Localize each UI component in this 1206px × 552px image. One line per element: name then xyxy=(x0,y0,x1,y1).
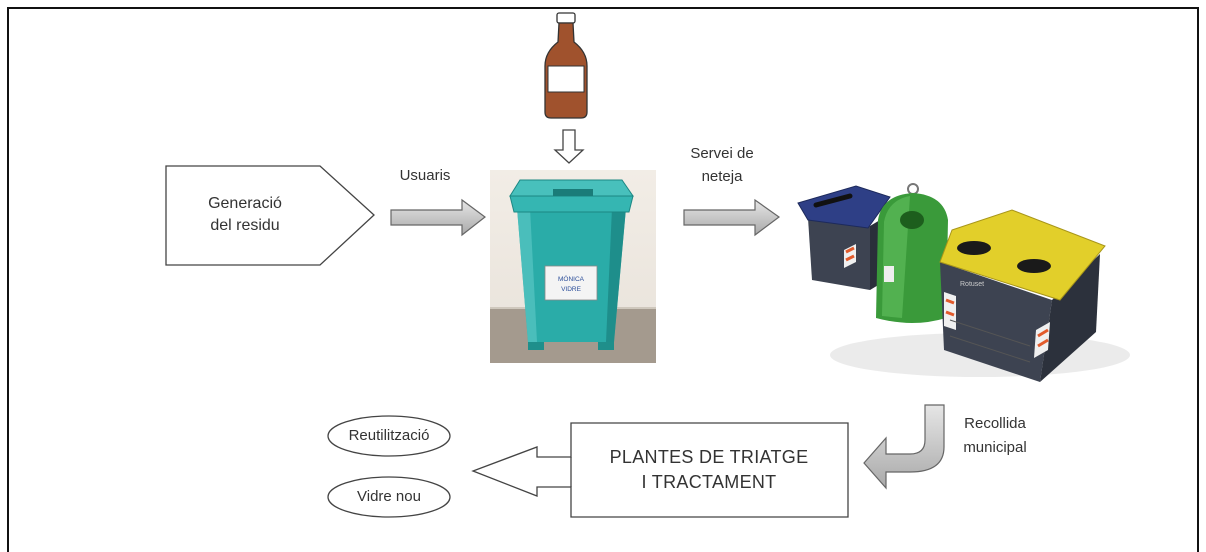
collection-bin-photo: MÓNICA VIDRE xyxy=(490,170,656,363)
cleaning-service-label: Servei de neteja xyxy=(674,142,770,189)
container-brand-text: Rotuset xyxy=(960,281,984,288)
outcome-reuse-label: Reutilització xyxy=(348,427,430,444)
diagram-frame xyxy=(7,7,1199,552)
generation-label: Generació del residu xyxy=(170,193,320,238)
collection-label: Recollida municipal xyxy=(952,412,1038,460)
plants-label-line1: PLANTES DE TRIATGE xyxy=(609,447,809,467)
outcome-new-glass-label: Vidre nou xyxy=(357,488,421,505)
curved-arrow-collection xyxy=(863,404,945,490)
arrow-left-treatment xyxy=(471,422,849,518)
down-arrow-icon xyxy=(553,129,585,164)
users-label: Usuaris xyxy=(399,167,451,184)
green-container xyxy=(876,183,948,323)
collection-label-line2: municipal xyxy=(963,439,1027,456)
arrow-right-users xyxy=(390,198,486,237)
bottle-icon xyxy=(544,12,588,119)
cleaning-label-line1: Servei de xyxy=(690,145,754,162)
plants-label: PLANTES DE TRIATGE I TRACTAMENT xyxy=(573,445,845,495)
street-containers-photo: Rotuset xyxy=(797,183,1130,382)
generation-label-line2: del residu xyxy=(210,217,280,235)
plants-label-line2: I TRACTAMENT xyxy=(641,472,777,493)
arrow-right-cleaning xyxy=(683,198,781,237)
generation-box xyxy=(165,165,375,266)
bin-sticker-line1: MÓNICA xyxy=(558,274,585,283)
collection-label-line1: Recollida xyxy=(964,415,1026,432)
outcome-reuse-ellipse xyxy=(327,415,451,457)
cleaning-label-line2: neteja xyxy=(701,168,743,186)
outcome-new-glass-ellipse xyxy=(327,476,451,518)
bin-sticker-line2: VIDRE xyxy=(561,286,582,293)
yellow-container: Rotuset xyxy=(939,209,1106,382)
blue-container xyxy=(797,185,891,290)
generation-label-line1: Generació xyxy=(208,195,282,212)
